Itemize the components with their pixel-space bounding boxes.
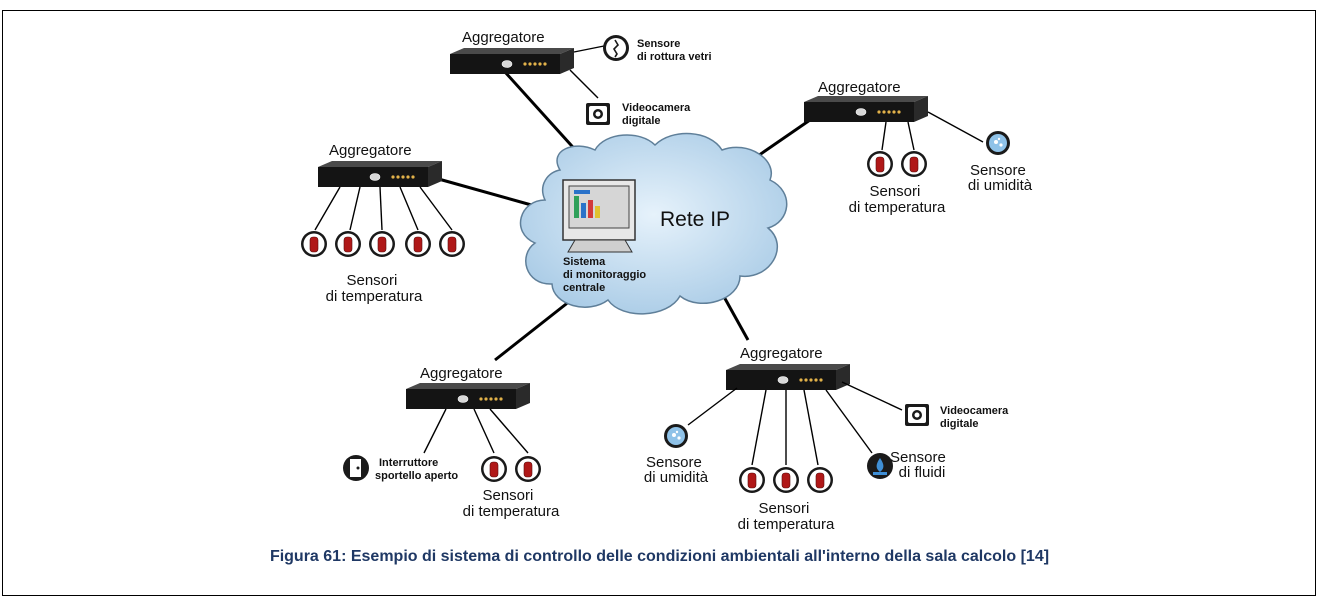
temperature-sensor-icon [514, 455, 542, 483]
group-left: Aggregatore Sensori di temperatura [300, 142, 466, 305]
aggregator-device-icon [405, 382, 531, 410]
temperature-sensor-icon [866, 150, 894, 178]
aggregator-device-icon [449, 47, 575, 75]
network-links [434, 70, 811, 362]
central-monitor-icon [562, 179, 636, 253]
temperature-sensors-label: Sensori di temperatura [463, 487, 560, 520]
camera-label: Videocamera digitale [622, 102, 693, 127]
temperature-sensor-icon [900, 150, 928, 178]
temperature-sensors-label: Sensori di temperatura [849, 183, 946, 216]
aggregator-label: Aggregatore [462, 29, 545, 46]
camera-icon [586, 103, 610, 125]
temperature-sensors-label: Sensori di temperatura [326, 272, 423, 305]
aggregator-label: Aggregatore [818, 79, 901, 96]
temperature-sensor-icon [480, 455, 508, 483]
temperature-sensor-icon [334, 230, 362, 258]
group-bottom-left: Aggregatore Interruttore sportello apert… [343, 365, 560, 520]
temperature-sensor-icon [772, 466, 800, 494]
humidity-sensor-label: Sensore di umidità [644, 454, 709, 486]
temperature-sensor-icon [738, 466, 766, 494]
glass-sensor-label: Sensore di rottura vetri [637, 38, 712, 63]
temperature-sensor-icon [404, 230, 432, 258]
central-system-label: Sistema di monitoraggio centrale [563, 256, 649, 294]
temperature-sensor-icon [438, 230, 466, 258]
temperature-sensor-icon [806, 466, 834, 494]
aggregator-device-icon [803, 95, 929, 123]
aggregator-label: Aggregatore [420, 365, 503, 382]
fluid-sensor-label: Sensore di fluidi [890, 449, 950, 481]
door-switch-label: Interruttore sportello aperto [375, 457, 458, 482]
camera-icon [905, 404, 929, 426]
group-right: Aggregatore Sensori di temperatura Senso… [803, 79, 1033, 216]
aggregator-label: Aggregatore [329, 142, 412, 159]
temperature-sensors-label: Sensori di temperatura [738, 500, 835, 533]
figure-caption: Figura 61: Esempio di sistema di control… [269, 548, 1050, 565]
humidity-sensor-icon [986, 131, 1010, 155]
aggregator-label: Aggregatore [740, 345, 823, 362]
humidity-sensor-icon [664, 424, 688, 448]
temperature-sensor-icon [368, 230, 396, 258]
figure-border [2, 10, 1316, 596]
group-top: Aggregatore Sensore di rottura vetri Vid… [449, 29, 712, 127]
aggregator-device-icon [317, 160, 443, 188]
glass-break-sensor-icon [602, 34, 630, 62]
network-label: Rete IP [660, 208, 730, 231]
humidity-sensor-label: Sensore di umidità [968, 162, 1033, 194]
ip-network-cloud [519, 132, 788, 315]
camera-label: Videocamera digitale [940, 405, 1011, 430]
aggregator-device-icon [725, 363, 851, 391]
door-switch-icon [343, 455, 369, 481]
group-bottom-right: Aggregatore Videocamera digitale Sensore… [644, 345, 1011, 533]
temperature-sensor-icon [300, 230, 328, 258]
